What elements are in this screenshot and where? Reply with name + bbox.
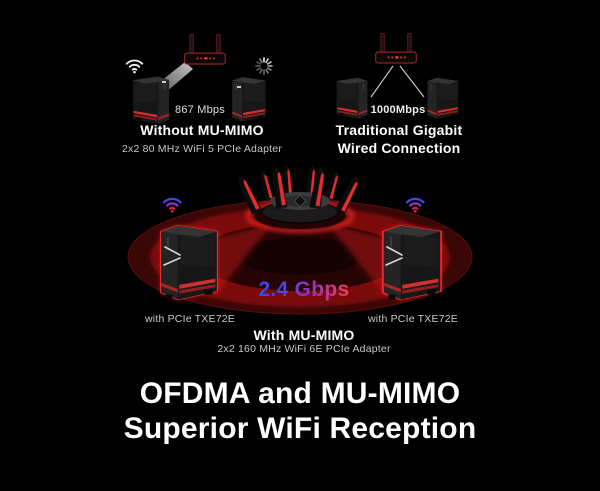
speed-label-24gbps: 2.4 Gbps	[258, 278, 350, 301]
without-mumimo-title: Without MU-MIMO	[140, 122, 264, 138]
gaming-router-icon	[234, 165, 363, 224]
mini-router-icon	[184, 34, 226, 65]
wifi-gradient-icon-left	[162, 197, 182, 214]
adapter-speck	[162, 81, 166, 83]
pc-tower-wired-right	[427, 77, 459, 119]
without-mumimo-diagram	[125, 34, 273, 125]
wifi5-adapter-subtitle: 2x2 80 MHz WiFi 5 PCIe Adapter	[121, 143, 283, 155]
headline-line1: OFDMA and MU-MIMO	[139, 377, 461, 410]
wifi-gradient-icon-right	[405, 197, 425, 214]
pc-tower-waiting	[232, 77, 266, 122]
mumimo-diagram	[127, 165, 473, 315]
headline-line2: Superior WiFi Reception	[123, 412, 477, 445]
mini-router-icon	[375, 33, 417, 64]
pcie-label-right: with PCIe TXE72E	[368, 313, 458, 325]
wifi-white-icon	[125, 59, 144, 75]
pc-tower-wired-left	[336, 77, 368, 119]
speed-label-867: 867 Mbps	[175, 104, 225, 116]
speed-label-1000: 1000Mbps	[370, 104, 426, 116]
loading-spinner-icon	[255, 57, 273, 75]
adapter-speck	[237, 86, 241, 88]
wired-diagram	[336, 33, 459, 119]
wired-title-line2: Wired Connection	[337, 140, 461, 156]
pcie-adapter-antennas	[385, 246, 403, 266]
pc-tower-mumimo-left	[160, 225, 218, 301]
pcie-label-left: with PCIe TXE72E	[145, 313, 235, 325]
pc-tower-served	[132, 76, 170, 125]
ethernet-wires	[370, 65, 425, 98]
with-mumimo-title: With MU-MIMO	[253, 327, 355, 343]
pc-tower-mumimo-right	[382, 225, 442, 301]
pcie-adapter-antennas	[163, 246, 181, 266]
wifi6e-adapter-subtitle: 2x2 160 MHz WiFi 6E PCIe Adapter	[217, 343, 391, 355]
headline: OFDMA and MU-MIMO Superior WiFi Receptio…	[124, 376, 477, 446]
wired-title-line1: Traditional Gigabit	[335, 122, 463, 138]
